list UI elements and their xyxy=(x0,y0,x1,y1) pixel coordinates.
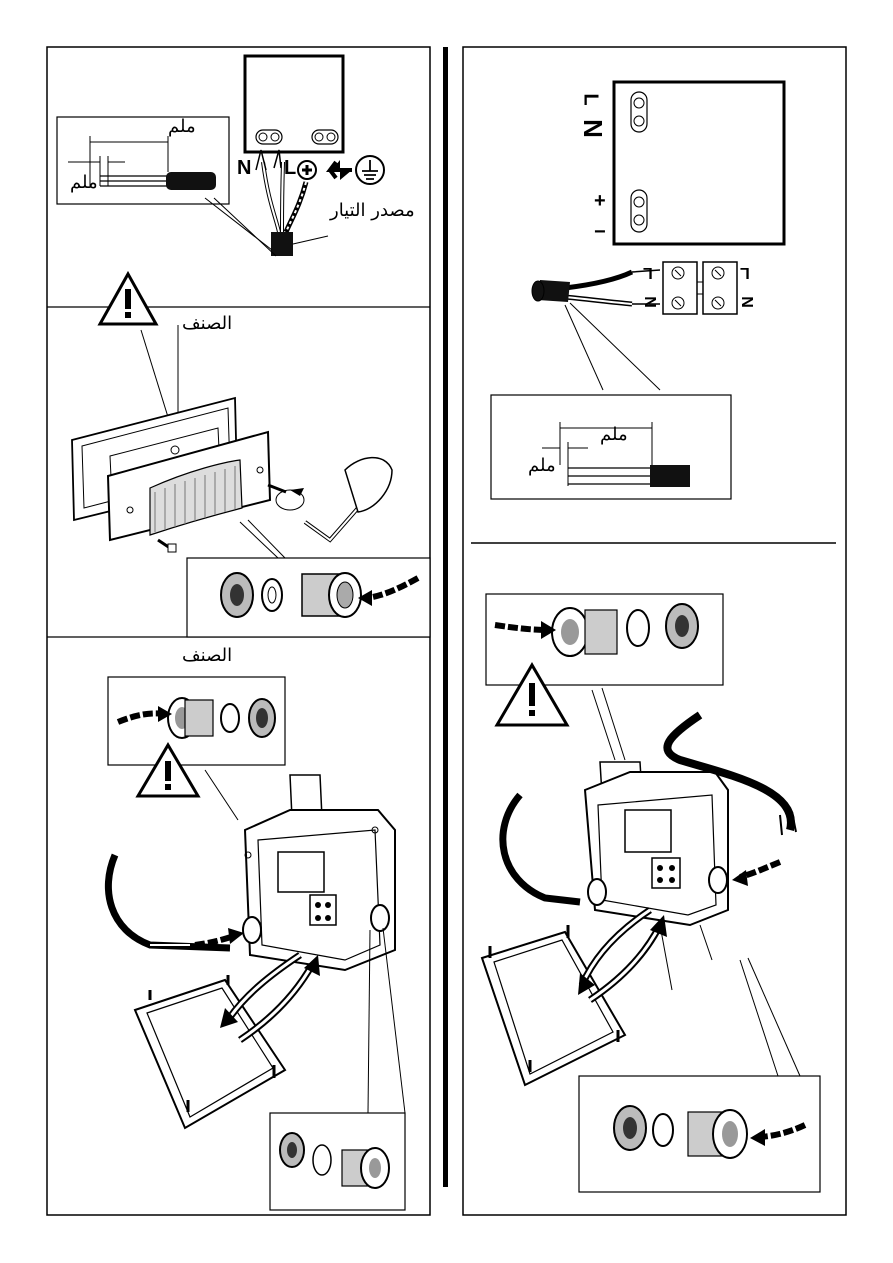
cable-gland-inset-bottom-right xyxy=(579,958,820,1192)
connector-l-right: L xyxy=(740,263,750,281)
connector-block xyxy=(663,262,737,314)
terminal-n-label: N xyxy=(237,157,251,180)
type-label-2: الصنف xyxy=(182,645,232,666)
cable-gland-inset-bottom xyxy=(270,928,405,1210)
floodlight-fixture xyxy=(72,398,270,540)
junction-box-terminals xyxy=(245,56,343,152)
ground-icon xyxy=(356,156,384,184)
junction-box-right xyxy=(585,762,728,990)
cable xyxy=(108,855,230,948)
strip-length-inset-right xyxy=(491,395,731,499)
box-cover xyxy=(135,975,285,1128)
cable-gland-inset-top xyxy=(108,677,285,765)
center-divider xyxy=(443,47,448,1187)
ground-terminal-icon xyxy=(298,161,316,179)
connector-n-right: N xyxy=(737,296,755,308)
terminal-plus-label: + xyxy=(594,190,606,213)
mm-label-left: ملم xyxy=(70,172,98,193)
warning-icon xyxy=(100,274,156,324)
strip-cable xyxy=(532,270,660,390)
cable xyxy=(503,795,580,902)
terminal-minus-label: − xyxy=(594,221,606,244)
power-source-label: مصدر التيار xyxy=(330,200,415,221)
connector-n-left: N xyxy=(640,296,658,308)
mm-label-left-right: ملم xyxy=(528,455,556,476)
lamp-terminal-block xyxy=(614,82,784,244)
terminal-l-label: L xyxy=(284,157,296,180)
type-label-1: الصنف xyxy=(182,313,232,334)
terminal-l-label-right: L xyxy=(579,93,602,105)
mm-label-top-right: ملم xyxy=(600,424,628,445)
leader-line xyxy=(592,690,615,760)
leader-line xyxy=(205,770,238,820)
mm-label-top: ملم xyxy=(168,116,196,137)
cable-gland-inset xyxy=(187,520,430,637)
cable-gland-inset-top-right xyxy=(486,594,723,685)
swing-arrows-right xyxy=(578,910,667,1000)
leader-line xyxy=(602,688,625,760)
junction-box xyxy=(243,775,395,970)
connector-l-left: L xyxy=(643,263,653,281)
hex-key-icon xyxy=(276,458,392,540)
terminal-n-label-right: N xyxy=(577,119,608,138)
